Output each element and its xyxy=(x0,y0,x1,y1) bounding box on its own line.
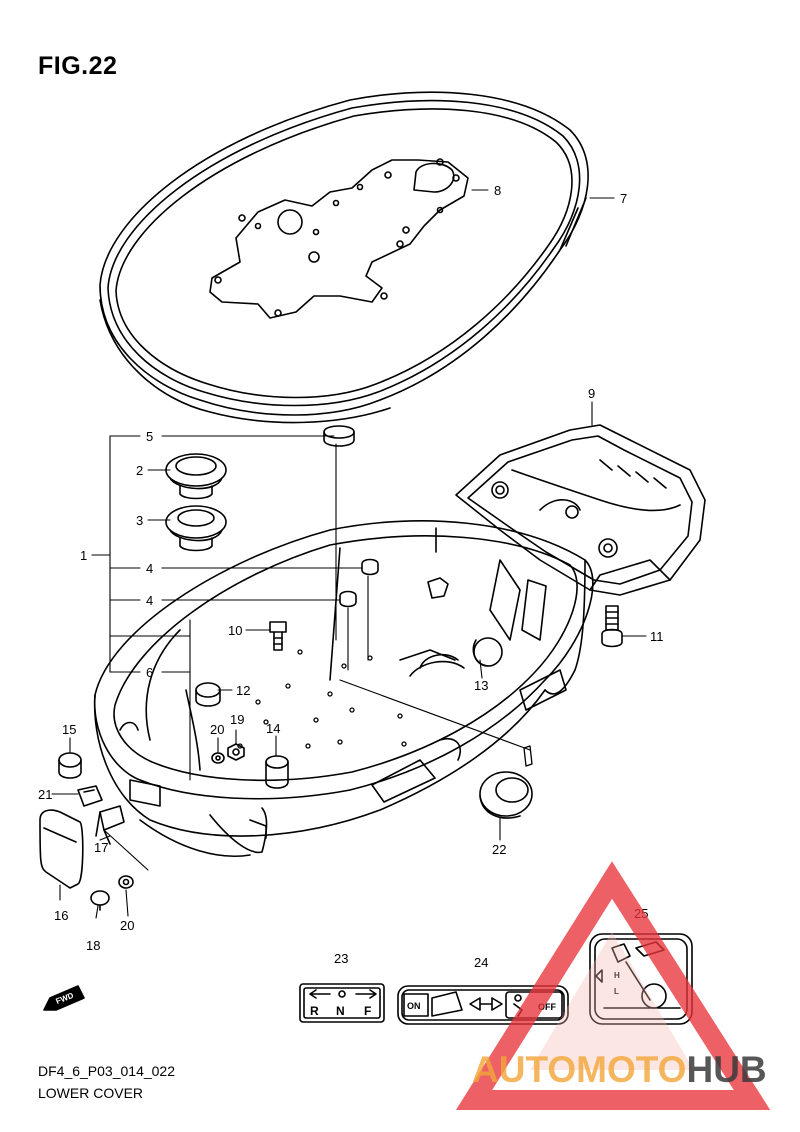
callout-4b: 4 xyxy=(146,593,153,608)
handle-part xyxy=(455,424,706,596)
gasket-part xyxy=(209,158,469,319)
callout-5: 5 xyxy=(146,429,153,444)
part-14 xyxy=(265,755,289,789)
callout-11: 11 xyxy=(650,629,664,644)
part-15 xyxy=(58,752,82,779)
seal-ring-part xyxy=(99,91,589,424)
callout-20a: 20 xyxy=(210,722,224,737)
cap-13-part xyxy=(472,637,503,667)
part-17 xyxy=(95,805,125,845)
grommet-12-part xyxy=(195,682,221,707)
decal-shift-f: F xyxy=(364,1004,371,1018)
grommet-part xyxy=(323,425,379,608)
lower-cover-part xyxy=(93,520,594,858)
decal-choke-on: ON xyxy=(407,1001,421,1011)
callout-24: 24 xyxy=(474,955,488,970)
part-16 xyxy=(39,809,84,889)
decal-oil-h: H xyxy=(614,971,620,980)
bolt-part xyxy=(269,577,623,651)
decal-oil xyxy=(589,933,693,1025)
decal-shift xyxy=(299,983,385,1023)
callout-13: 13 xyxy=(474,678,488,693)
part-18 xyxy=(90,890,110,911)
part-22 xyxy=(479,771,533,819)
callout-3: 3 xyxy=(136,513,143,528)
callout-2: 2 xyxy=(136,463,143,478)
callout-22: 22 xyxy=(492,842,506,857)
plug-ring-part xyxy=(165,505,227,552)
watermark-part1: AUTOMOTO xyxy=(472,1049,686,1090)
watermark-part2: HUB xyxy=(686,1049,766,1090)
decal-shift-r: R xyxy=(310,1004,319,1018)
diagram-name: LOWER COVER xyxy=(38,1085,144,1101)
callout-9: 9 xyxy=(588,386,595,401)
callout-6: 6 xyxy=(146,665,153,680)
leader-lines xyxy=(51,189,647,919)
callout-12: 12 xyxy=(236,683,250,698)
decal-shift-n: N xyxy=(336,1004,345,1018)
washer-part xyxy=(118,752,225,889)
callout-1: 1 xyxy=(80,548,87,563)
callout-8: 8 xyxy=(494,183,501,198)
callout-10: 10 xyxy=(228,623,242,638)
fwd-arrow xyxy=(43,985,85,1011)
callout-19: 19 xyxy=(230,712,244,727)
callout-4a: 4 xyxy=(146,561,153,576)
nut-part xyxy=(227,743,245,761)
callout-17: 17 xyxy=(94,840,108,855)
decal-oil-l: L xyxy=(614,987,619,996)
callout-15: 15 xyxy=(62,722,76,737)
svg-text:AUTOMOTOHUB: AUTOMOTOHUB xyxy=(472,1049,767,1090)
callout-14: 14 xyxy=(266,721,280,736)
decal-choke-off: OFF xyxy=(538,1002,556,1012)
callout-18: 18 xyxy=(86,938,100,953)
diagram-code: DF4_6_P03_014_022 xyxy=(38,1063,176,1079)
callout-21: 21 xyxy=(38,787,52,802)
callout-23: 23 xyxy=(334,951,348,966)
callout-20b: 20 xyxy=(120,918,134,933)
callout-7: 7 xyxy=(620,191,627,206)
callout-16: 16 xyxy=(54,908,68,923)
part-21 xyxy=(77,785,103,807)
figure-title: FIG.22 xyxy=(38,52,118,80)
callout-labels: 1 2 3 4 4 5 6 7 8 9 10 11 12 13 14 15 16… xyxy=(38,183,664,970)
plug-part xyxy=(165,453,227,500)
watermark: AUTOMOTOHUB xyxy=(455,861,771,1110)
